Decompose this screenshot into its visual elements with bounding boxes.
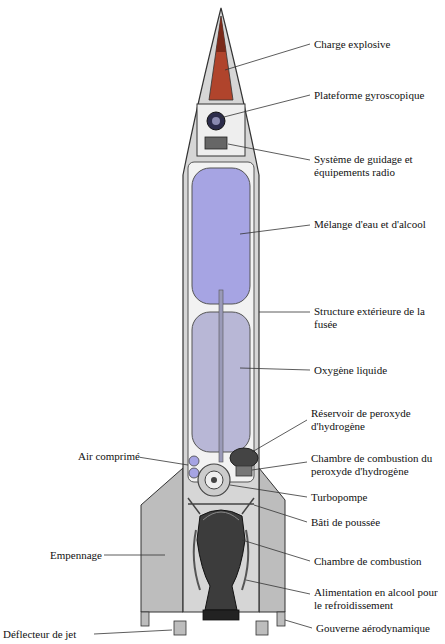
leader-line: [228, 144, 310, 160]
part-label: Gouverne aérodynamique: [316, 622, 430, 635]
fin: [259, 468, 285, 612]
leader-line: [138, 457, 188, 465]
feed-pipe: [219, 290, 223, 462]
leader-line: [240, 368, 310, 370]
rudder: [277, 612, 285, 626]
turbopump: [198, 464, 230, 496]
leader-line: [285, 620, 312, 628]
jet-deflector: [256, 621, 268, 635]
peroxide-chamber: [236, 466, 252, 476]
leader-line: [220, 95, 310, 118]
air-bottle: [189, 468, 199, 478]
part-label: Réservoir de peroxyde d'hydrogène: [311, 407, 431, 433]
radio-box: [205, 137, 227, 149]
leader-line: [252, 462, 307, 470]
part-label: Structure extérieure de la fusée: [314, 305, 440, 331]
leader-line: [254, 505, 307, 522]
rocket-body: [183, 8, 259, 612]
leader-line: [94, 630, 172, 634]
part-label: Chambre de combustion du peroxyde d'hydr…: [311, 452, 442, 478]
part-label: Plateforme gyroscopique: [314, 89, 424, 102]
fuel-tank: [192, 168, 250, 304]
part-label: Mélange d'eau et d'alcool: [314, 218, 426, 231]
leader-line: [252, 420, 307, 452]
part-label: Charge explosive: [314, 38, 390, 51]
inner-cavity: [188, 162, 254, 482]
turbopump-hub: [211, 477, 217, 483]
part-label: Alimentation en alcool pour le refroidis…: [314, 586, 442, 612]
part-label: Empennage: [50, 549, 102, 562]
part-label: Oxygène liquide: [314, 364, 387, 377]
leader-line: [259, 312, 310, 313]
warhead-tip: [216, 16, 226, 52]
air-bottle: [189, 456, 199, 466]
part-label: Déflecteur de jet: [3, 628, 76, 641]
warhead: [209, 16, 233, 100]
part-label: Système de guidage et équipements radio: [314, 153, 440, 179]
part-label: Bâti de poussée: [311, 516, 380, 529]
leader-line: [225, 44, 310, 70]
nozzle-exit: [203, 610, 239, 620]
injector-heads: [203, 512, 239, 520]
leader-line: [246, 580, 310, 594]
combustion-chamber: [197, 510, 245, 610]
fin: [141, 468, 183, 612]
part-label: Air comprimé: [78, 450, 140, 463]
leader-line: [242, 540, 310, 561]
cooling-pipes: [194, 530, 249, 590]
leader-line: [230, 485, 307, 497]
guidance-bay: [197, 104, 245, 156]
leader-line: [240, 225, 310, 234]
turbopump-wheel: [205, 471, 223, 489]
part-label: Turbopompe: [311, 491, 367, 504]
gyroscope-core: [212, 117, 220, 125]
rudder: [141, 612, 149, 626]
gyroscope: [207, 112, 225, 130]
part-label: Chambre de combustion: [314, 555, 422, 568]
jet-deflector: [174, 621, 186, 635]
leader-line: [104, 555, 165, 556]
